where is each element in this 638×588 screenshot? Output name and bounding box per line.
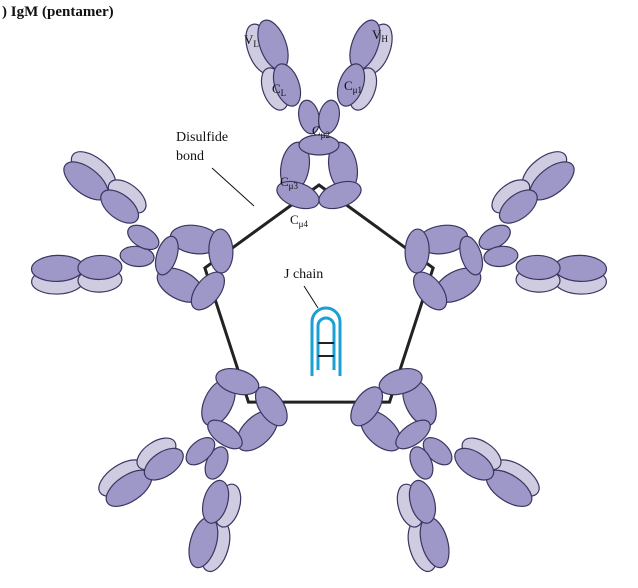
j-chain-leader-line [304, 286, 318, 308]
j-chain [312, 308, 340, 376]
disulfide-leader-line [212, 168, 254, 206]
label-j-chain: J chain [284, 267, 323, 282]
label-disulfide-line2: bond [176, 149, 204, 164]
domain-label-cmu4: Cμ4 [290, 212, 308, 229]
igm-monomer [309, 332, 553, 585]
monomer-group [20, 16, 618, 585]
igm-monomer [85, 332, 329, 585]
label-disulfide-line1: Disulfide [176, 130, 228, 145]
svg-text:Cμ4: Cμ4 [290, 212, 308, 229]
figure-title: ) IgM (pentamer) [2, 4, 114, 20]
